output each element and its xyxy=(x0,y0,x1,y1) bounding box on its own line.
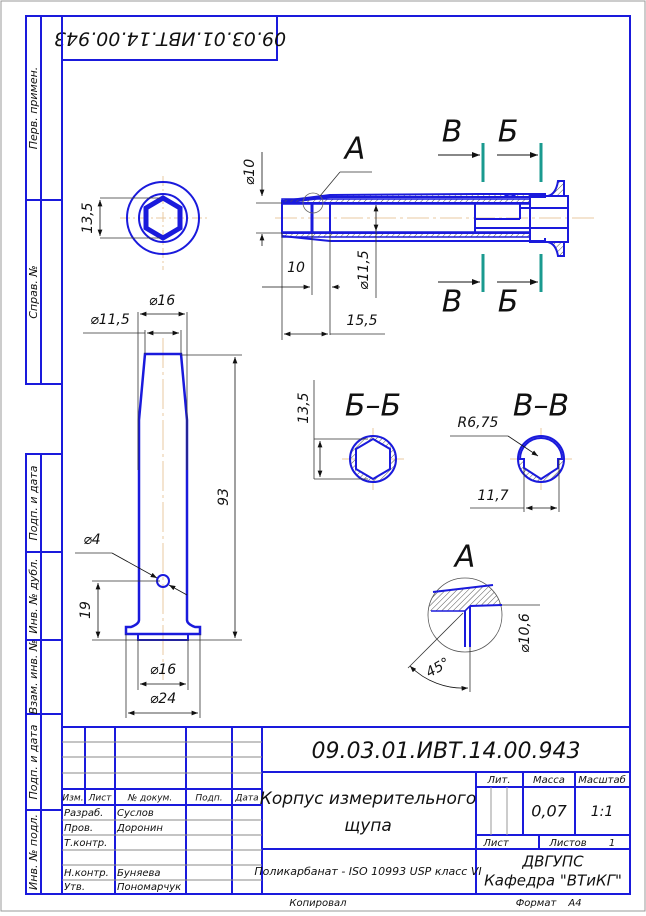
section-vv: В–В R6,75 11,7 xyxy=(450,389,572,512)
lit-label: Лит. xyxy=(486,775,510,786)
front-view: ⌀16 ⌀11,5 93 ⌀4 19 ⌀16 ⌀24 xyxy=(75,293,242,718)
scale-value: 1:1 xyxy=(591,804,614,820)
side-label-inv-podl: Инв. № подл. xyxy=(27,814,40,890)
dim-bb-135: 13,5 xyxy=(296,392,312,423)
cut-mark-b-bottom: Б xyxy=(498,285,519,320)
sheets-value: 1 xyxy=(609,838,615,849)
mass-label: Масса xyxy=(533,775,565,786)
section-bb-title: Б–Б xyxy=(345,389,401,424)
dim-main-d115: ⌀11,5 xyxy=(356,250,372,290)
copied-label: Копировал xyxy=(289,898,347,909)
role-prov: Пров. xyxy=(64,823,93,834)
dim-front-d16-bottom: ⌀16 xyxy=(150,662,176,678)
section-bb: Б–Б 13,5 xyxy=(296,380,404,490)
name-prov: Доронин xyxy=(116,823,163,834)
name-razrab: Суслов xyxy=(117,808,154,819)
side-label-vzam-inv: Взам. инв. № xyxy=(27,640,40,715)
dim-end-hex: 13,5 xyxy=(80,202,96,233)
side-label-perv-primen: Перв. примен. xyxy=(27,67,40,150)
role-utv: Утв. xyxy=(64,882,85,893)
dim-vv-117: 11,7 xyxy=(477,488,508,504)
org-line1: ДВГУПС xyxy=(521,853,584,871)
name-utv: Пономарчук xyxy=(117,882,181,893)
role-nkontr: Н.контр. xyxy=(64,868,109,879)
title-name-line2: щупа xyxy=(344,816,392,836)
dim-a-angle: 45° xyxy=(423,655,453,681)
title-designation: 09.03.01.ИВТ.14.00.943 xyxy=(312,739,581,764)
section-vv-title: В–В xyxy=(513,389,569,424)
hdr-list: Лист xyxy=(88,794,113,804)
dim-front-d24: ⌀24 xyxy=(150,691,176,707)
dim-front-19: 19 xyxy=(78,601,94,619)
title-material: Поликарбанат - ISO 10993 USP класс VI xyxy=(254,865,481,878)
rotated-designation: 09.03.01.ИВТ.14.00.943 xyxy=(54,28,286,50)
title-block xyxy=(61,726,631,895)
dim-main-d10: ⌀10 xyxy=(242,159,258,185)
detail-a-mark: А xyxy=(343,132,366,167)
side-label-inv-dubl: Инв. № дубл. xyxy=(27,558,40,633)
detail-a-title: А xyxy=(453,540,476,575)
cut-mark-v-bottom: В xyxy=(442,285,463,320)
detail-a: А 45° ⌀10,6 xyxy=(407,540,540,692)
side-label-podp-data-2: Подп. и дата xyxy=(27,724,40,799)
mass-value: 0,07 xyxy=(531,802,567,821)
scale-label: Масштаб xyxy=(578,774,626,786)
dim-main-10: 10 xyxy=(287,260,305,276)
role-razrab: Разраб. xyxy=(64,807,103,819)
format-value: A4 xyxy=(567,898,581,909)
hdr-podp: Подп. xyxy=(195,794,222,804)
side-stamp-upper: Перв. примен. Справ. № xyxy=(25,15,63,385)
format-label: Формат xyxy=(516,898,558,909)
sheet-label: Лист xyxy=(482,838,510,849)
org-line2: Кафедра "ВТиКГ" xyxy=(484,872,622,890)
dim-main-155: 15,5 xyxy=(346,313,377,329)
name-nkontr: Буняева xyxy=(117,868,161,879)
dim-a-d106: ⌀10,6 xyxy=(517,613,533,653)
dim-vv-r: R6,75 xyxy=(458,415,499,431)
title-name-line1: Корпус измерительного xyxy=(260,789,477,809)
dim-front-d16-top: ⌀16 xyxy=(149,293,175,309)
side-label-podp-data-1: Подп. и дата xyxy=(27,465,40,540)
sheets-label: Листов xyxy=(548,838,586,849)
hdr-dokum: № докум. xyxy=(127,794,172,804)
main-section-view: А ⌀10 10 15,5 ⌀11,5 В Б В Б xyxy=(242,115,595,340)
role-tkontr: Т.контр. xyxy=(64,838,107,849)
dim-front-93: 93 xyxy=(216,488,232,506)
side-label-sprav-no: Справ. № xyxy=(27,265,40,319)
dim-front-d115: ⌀11,5 xyxy=(90,312,130,328)
side-stamp-lower: Подп. и дата Инв. № дубл. Взам. инв. № П… xyxy=(25,453,63,895)
cut-mark-b-top: Б xyxy=(498,115,519,150)
cut-mark-v-top: В xyxy=(442,115,463,150)
end-view: 13,5 xyxy=(80,176,208,270)
dim-front-d4: ⌀4 xyxy=(83,532,100,548)
hdr-izm: Изм. xyxy=(62,794,83,804)
hdr-data: Дата xyxy=(234,794,258,804)
